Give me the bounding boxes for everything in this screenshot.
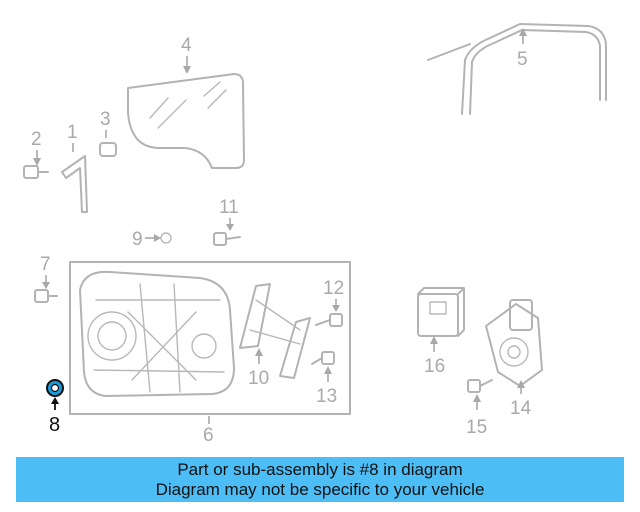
banner-line-2: Diagram may not be specific to your vehi… bbox=[155, 479, 485, 499]
bolt-11 bbox=[213, 232, 241, 246]
callout-16: 16 bbox=[424, 336, 445, 377]
banner-line-1: Part or sub-assembly is #8 in diagram bbox=[177, 459, 463, 479]
svg-text:5: 5 bbox=[517, 49, 528, 70]
parts-diagram: 4 5 1 2 3 9 bbox=[23, 23, 607, 446]
door-glass bbox=[127, 73, 245, 169]
callout-3: 3 bbox=[100, 109, 111, 138]
callout-10: 10 bbox=[248, 348, 269, 389]
info-banner: Part or sub-assembly is #8 in diagram Di… bbox=[16, 457, 624, 502]
callout-9: 9 bbox=[132, 229, 161, 250]
svg-text:8: 8 bbox=[49, 414, 60, 436]
svg-text:16: 16 bbox=[424, 356, 445, 377]
svg-text:9: 9 bbox=[132, 229, 143, 250]
svg-text:4: 4 bbox=[181, 35, 192, 56]
callout-1: 1 bbox=[67, 122, 78, 152]
glass-bracket bbox=[61, 155, 88, 213]
callout-14: 14 bbox=[510, 380, 532, 419]
callout-13: 13 bbox=[316, 366, 337, 407]
control-module bbox=[417, 287, 465, 337]
callout-4: 4 bbox=[181, 35, 192, 74]
svg-text:2: 2 bbox=[31, 129, 42, 150]
module-panel bbox=[69, 261, 351, 415]
bolt-15 bbox=[467, 379, 493, 393]
clip-9 bbox=[160, 232, 172, 244]
svg-text:3: 3 bbox=[100, 109, 111, 130]
bolt-7 bbox=[34, 289, 58, 303]
callout-8: 8 bbox=[49, 397, 60, 436]
callout-12: 12 bbox=[323, 278, 344, 312]
callout-5: 5 bbox=[517, 28, 528, 70]
callout-6: 6 bbox=[203, 416, 214, 446]
nut-8-highlighted bbox=[46, 379, 64, 397]
bolt-12 bbox=[315, 313, 343, 327]
svg-text:15: 15 bbox=[466, 417, 487, 438]
bolt-2 bbox=[23, 165, 49, 179]
svg-text:10: 10 bbox=[248, 368, 269, 389]
callout-11: 11 bbox=[219, 197, 239, 231]
svg-text:11: 11 bbox=[219, 197, 239, 218]
callout-2: 2 bbox=[31, 129, 42, 166]
svg-text:14: 14 bbox=[510, 398, 532, 419]
stud-3 bbox=[99, 142, 117, 157]
window-regulator bbox=[239, 283, 311, 379]
callout-15: 15 bbox=[466, 394, 487, 438]
callout-7: 7 bbox=[40, 254, 51, 289]
svg-text:7: 7 bbox=[40, 254, 51, 275]
svg-text:13: 13 bbox=[316, 386, 337, 407]
regulator-motor bbox=[485, 299, 543, 387]
svg-text:1: 1 bbox=[67, 122, 78, 143]
bolt-13 bbox=[311, 351, 335, 365]
svg-text:12: 12 bbox=[323, 278, 344, 299]
svg-text:6: 6 bbox=[203, 425, 214, 446]
